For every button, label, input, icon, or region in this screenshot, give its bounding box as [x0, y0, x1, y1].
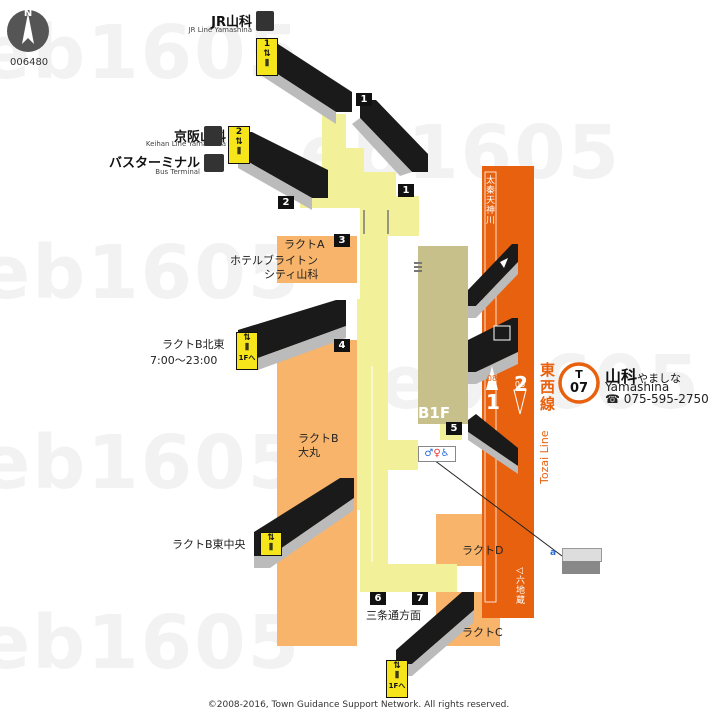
facility-legend-bar — [562, 561, 600, 574]
elevator-1f-label: 1Fへ — [238, 354, 256, 362]
label-rakuto-c: ラクトC — [462, 626, 503, 639]
track-2: 2 — [514, 372, 528, 396]
bus-icon — [204, 154, 224, 172]
next-station-down: 06 — [514, 380, 526, 389]
elevator-rakuto-b-east: ⇅⫴ — [260, 532, 282, 556]
label-rakuto-a: ラクトA — [284, 238, 325, 251]
compass-label: N — [24, 8, 32, 19]
exit-5: 5 — [446, 422, 462, 435]
label-rakuto-b-hours: 7:00〜23:00 — [150, 354, 218, 367]
north-compass-icon: N — [7, 8, 49, 52]
station-number-badge — [558, 362, 600, 404]
station-name-romaji: Yamashina — [605, 380, 670, 394]
train-icon — [204, 126, 222, 146]
station-name-kanji: 山科 — [605, 367, 638, 386]
exit-3: 3 — [334, 234, 350, 247]
label-hotel-2: シティ山科 — [264, 268, 319, 281]
facility-legend-icons — [562, 548, 602, 562]
elevator-sanjo: ⇅⫴1Fへ — [386, 660, 408, 698]
direction-down-arrow — [513, 389, 527, 415]
phone-icon: ☎ — [605, 392, 620, 406]
passage-4 — [238, 300, 346, 370]
elevator-jr: 1⇅⫴ — [256, 38, 278, 76]
floor-label: B1F — [418, 404, 451, 422]
facility-legend-letter: a — [550, 548, 557, 558]
label-rakuto-b-east: ラクトB東中央 — [172, 538, 246, 551]
label-sanjo: 三条通方面 — [366, 609, 421, 622]
next-station-up: 08 — [486, 374, 498, 383]
toilet-icon: ♂♀♿ — [418, 446, 456, 462]
bus-terminal-name-en: Bus Terminal — [155, 168, 200, 176]
copyright: ©2008-2016, Town Guidance Support Networ… — [207, 700, 510, 710]
keihan-name-en: Keihan Line Yamashina — [145, 140, 226, 148]
station-name: 山科やましな — [605, 363, 681, 387]
direction-down-label: ◁六地蔵 — [516, 566, 526, 606]
label-rakuto-d: ラクトD — [462, 544, 504, 557]
jr-name: JR山科 — [211, 15, 252, 30]
direction-up-arrow — [486, 366, 498, 390]
elevator-rakuto-b-north: ⇅⫴1Fへ — [236, 332, 258, 370]
concourse — [300, 114, 462, 592]
station-name-kana: やましな — [637, 372, 682, 385]
station-number: 07 — [569, 381, 589, 396]
passage-1-upper — [352, 100, 428, 176]
direction-up-label: 太秦天神川 — [486, 176, 496, 226]
exit-6: 6 — [370, 592, 386, 605]
passage-5 — [468, 414, 518, 474]
elevator-1f-label: 1Fへ — [388, 682, 406, 690]
exit-1-lower: 1 — [398, 184, 414, 197]
label-rakuto-b: ラクトB — [298, 432, 339, 445]
label-daimaru: 大丸 — [298, 446, 320, 459]
map-id: 006480 — [10, 57, 49, 68]
passage-platform-mid — [468, 318, 518, 384]
exit-4: 4 — [334, 339, 350, 352]
label-hotel-1: ホテルブライトン — [230, 254, 318, 267]
passage-1-jr — [262, 44, 352, 124]
exit-1-upper: 1 — [356, 93, 372, 106]
track-1: 1 — [486, 390, 500, 414]
tozai-line-name-jp: 東西線 — [540, 361, 556, 413]
exit-7: 7 — [412, 592, 428, 605]
jr-name-en: JR Line Yamashina — [188, 26, 252, 34]
line-code-letter: T — [575, 368, 583, 381]
bus-terminal-name: バスターミナル — [108, 156, 200, 171]
passage-platform-up — [468, 244, 518, 318]
exit-2: 2 — [278, 196, 294, 209]
station-phone: ☎ 075-595-2750 — [605, 393, 709, 406]
tozai-line-name-en: Tozai Line — [538, 430, 551, 484]
elevator-keihan: 2⇅⫴ — [228, 126, 250, 164]
platform — [418, 246, 468, 424]
label-rakuto-b-north: ラクトB北東 — [162, 338, 225, 351]
jr-connection: JR山科 — [200, 11, 252, 30]
train-icon — [256, 11, 274, 31]
phone-number: 075-595-2750 — [623, 392, 709, 406]
